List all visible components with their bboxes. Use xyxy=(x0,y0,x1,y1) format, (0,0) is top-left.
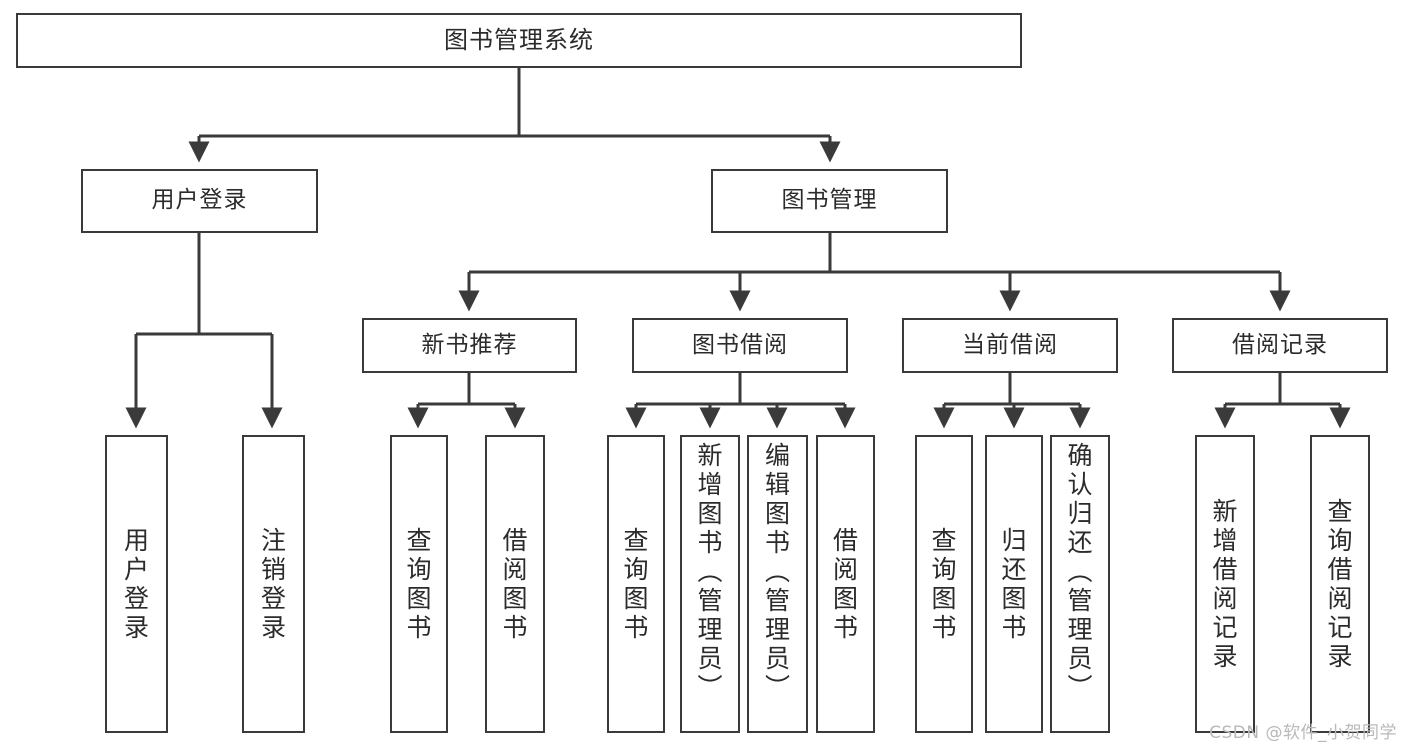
leaf-user-login-signin[interactable]: 用 户 登 录 xyxy=(105,435,168,733)
watermark: CSDN @软件_小贺同学 xyxy=(1209,723,1397,743)
leaf-label: 借 阅 图 书 xyxy=(832,526,858,642)
leaf-new-book-borrow[interactable]: 借 阅 图 书 xyxy=(485,435,545,733)
leaf-label: 查 询 图 书 xyxy=(406,526,432,642)
leaf-new-book-query[interactable]: 查 询 图 书 xyxy=(390,435,448,733)
leaf-label: 新 增 图 书 ︵ 管 理 员 ︶ xyxy=(697,441,723,702)
node-new-book-recommendation[interactable]: 新书推荐 xyxy=(362,318,577,373)
leaf-label: 查 询 图 书 xyxy=(931,526,957,642)
leaf-current-borrow-return[interactable]: 归 还 图 书 xyxy=(985,435,1043,733)
node-user-login[interactable]: 用户登录 xyxy=(81,169,318,233)
leaf-label: 新 增 借 阅 记 录 xyxy=(1212,497,1238,671)
leaf-record-add[interactable]: 新 增 借 阅 记 录 xyxy=(1195,435,1255,733)
leaf-book-borrow-add-admin[interactable]: 新 增 图 书 ︵ 管 理 员 ︶ xyxy=(680,435,740,733)
node-book-borrowing[interactable]: 图书借阅 xyxy=(632,318,848,373)
leaf-book-borrow-edit-admin[interactable]: 编 辑 图 书 ︵ 管 理 员 ︶ xyxy=(747,435,808,733)
leaf-label: 查 询 图 书 xyxy=(623,526,649,642)
leaf-current-borrow-query[interactable]: 查 询 图 书 xyxy=(915,435,973,733)
leaf-user-login-signout[interactable]: 注 销 登 录 xyxy=(242,435,305,733)
node-borrowing-record[interactable]: 借阅记录 xyxy=(1172,318,1388,373)
leaf-label: 用 户 登 录 xyxy=(123,526,149,642)
leaf-label: 借 阅 图 书 xyxy=(502,526,528,642)
leaf-label: 确 认 归 还 ︵ 管 理 员 ︶ xyxy=(1067,441,1093,702)
node-root-library-management-system[interactable]: 图书管理系统 xyxy=(16,13,1022,68)
leaf-current-borrow-confirm-admin[interactable]: 确 认 归 还 ︵ 管 理 员 ︶ xyxy=(1050,435,1110,733)
leaf-label: 查 询 借 阅 记 录 xyxy=(1327,497,1353,671)
leaf-record-query[interactable]: 查 询 借 阅 记 录 xyxy=(1310,435,1370,733)
leaf-label: 编 辑 图 书 ︵ 管 理 员 ︶ xyxy=(764,441,790,702)
node-current-borrowing[interactable]: 当前借阅 xyxy=(902,318,1118,373)
leaf-book-borrow-query[interactable]: 查 询 图 书 xyxy=(607,435,665,733)
node-book-management[interactable]: 图书管理 xyxy=(711,169,948,233)
leaf-label: 注 销 登 录 xyxy=(260,526,286,642)
leaf-label: 归 还 图 书 xyxy=(1001,526,1027,642)
leaf-book-borrow-borrow[interactable]: 借 阅 图 书 xyxy=(816,435,875,733)
